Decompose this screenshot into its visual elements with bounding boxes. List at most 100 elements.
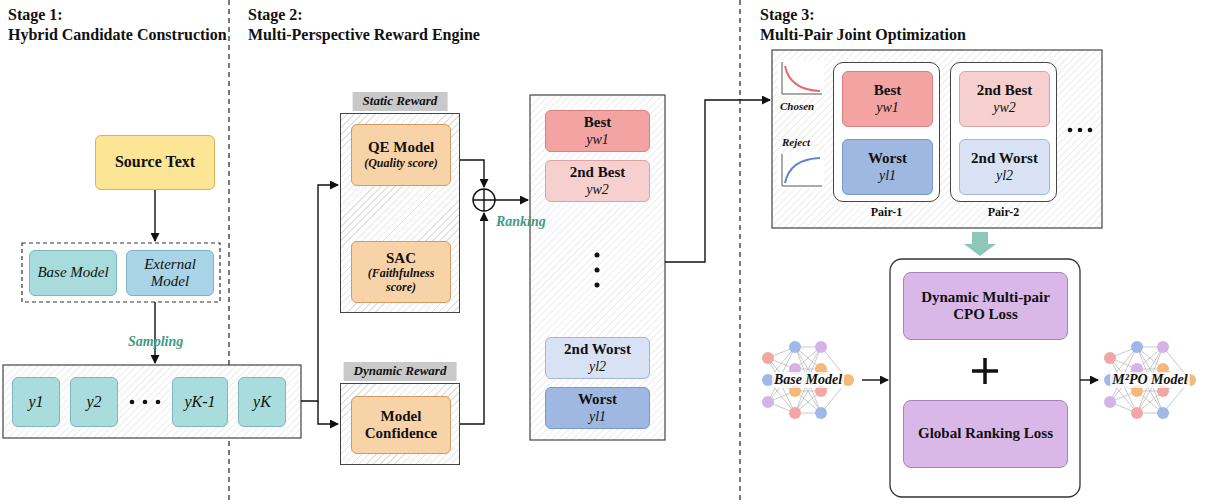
model-box: External Model [126, 250, 214, 296]
net-neuron [815, 341, 827, 353]
arrow [154, 190, 155, 241]
node-title: QE Model [368, 139, 434, 156]
reward-box: QE Model(Quality score) [351, 124, 451, 186]
reward-box: Model Confidence [351, 396, 451, 454]
net-neuron [1157, 407, 1169, 419]
node-subtitle: (Faithfulness score) [352, 267, 450, 295]
net-neuron [1104, 396, 1116, 408]
pair-group: Pair-1Bestyw1Worstyl1 [833, 62, 940, 202]
text-label: Stage 2: [248, 6, 303, 24]
node-title: Dynamic Reward [344, 362, 457, 381]
chart-icon [778, 60, 824, 96]
text-label: Stage 1: [8, 6, 63, 24]
flow-arrow [964, 232, 996, 256]
node-subtitle: yw2 [586, 182, 609, 198]
arrow [460, 213, 484, 424]
pair-group: Pair-22nd Bestyw22nd Worstyl2 [950, 62, 1057, 202]
candidate-box: y1 [12, 377, 60, 427]
net-neuron [1131, 407, 1143, 419]
node-title: 2nd Best [570, 164, 625, 181]
node-subtitle: yl2 [996, 168, 1013, 184]
text-label: Multi-Pair Joint Optimization [760, 26, 966, 44]
node-title: Source Text [115, 153, 195, 171]
net-neuron [762, 352, 774, 364]
candidate-band [3, 365, 301, 438]
arrow [154, 302, 155, 363]
ellipsis-dot [1078, 128, 1083, 133]
ellipsis-dot [143, 400, 148, 405]
net-neuron [1104, 352, 1116, 364]
model-icon: Base Model [758, 365, 858, 395]
node-subtitle: yl1 [589, 409, 606, 425]
node-title: 2nd Worst [564, 341, 631, 358]
source-box: Source Text [95, 135, 215, 190]
node-title: Pair-2 [988, 206, 1020, 220]
rank-box: Worstyl1 [545, 387, 650, 429]
reward-box: SAC(Faithfulness score) [351, 241, 451, 303]
arrow [665, 100, 770, 262]
model-box: Base Model [29, 250, 117, 296]
arrow [301, 185, 338, 401]
plus-sign [972, 358, 998, 384]
text-label: Hybrid Candidate Construction [8, 26, 227, 44]
reward-group: Static RewardQE Model(Quality score)SAC(… [340, 113, 460, 313]
node-title: Base Model [772, 372, 844, 388]
node-subtitle: yw2 [993, 100, 1016, 116]
text-label: Multi-Perspective Reward Engine [248, 26, 480, 44]
node-title: yK [253, 393, 271, 411]
model-group [22, 243, 220, 302]
node-title: y2 [86, 393, 101, 411]
node-title: Pair-1 [871, 206, 903, 220]
loss-box: Global Ranking Loss [903, 400, 1068, 468]
arrow [318, 401, 338, 424]
arrow [495, 199, 528, 200]
candidate-box: yK [238, 377, 286, 427]
rank-box: Worstyl1 [842, 139, 933, 195]
node-title: Model Confidence [352, 408, 450, 443]
node-subtitle: (Quality score) [364, 157, 438, 171]
node-title: Static Reward [353, 92, 448, 111]
chart-icon [778, 152, 824, 188]
node-title: Worst [578, 391, 617, 408]
loss-container [890, 259, 1080, 497]
node-title: Base Model [37, 264, 108, 281]
text-label: Ranking [496, 214, 546, 230]
rank-box: 2nd Worstyl2 [959, 139, 1050, 195]
text-label: Stage 3: [760, 6, 815, 24]
model-icon: M²PO Model [1100, 365, 1200, 395]
node-title: 2nd Best [977, 82, 1032, 99]
net-neuron [762, 396, 774, 408]
node-title: SAC [386, 250, 416, 267]
arrow [460, 160, 484, 187]
ellipsis-dot [1088, 128, 1093, 133]
node-title: Best [584, 114, 612, 131]
arrow [1080, 379, 1098, 380]
node-title: Dynamic Multi-pair CPO Loss [908, 289, 1063, 324]
chart-axis [782, 154, 822, 186]
node-subtitle: yw1 [876, 100, 899, 116]
node-subtitle: yl2 [589, 359, 606, 375]
text-label: Reject [782, 136, 810, 148]
candidate-box: yK-1 [172, 377, 228, 427]
node-title: 2nd Worst [971, 150, 1038, 167]
ellipsis-dot [595, 268, 600, 273]
node-title: Global Ranking Loss [918, 425, 1053, 442]
node-title: yK-1 [184, 393, 215, 411]
ellipsis-dot [156, 400, 161, 405]
net-neuron [789, 341, 801, 353]
node-title: y1 [28, 393, 43, 411]
loss-box: Dynamic Multi-pair CPO Loss [903, 272, 1068, 340]
text-label: Sampling [128, 334, 183, 350]
node-subtitle: yl1 [879, 168, 896, 184]
reward-group: Dynamic RewardModel Confidence [340, 383, 460, 465]
candidate-box: y2 [70, 377, 118, 427]
rank-box: 2nd Bestyw2 [545, 160, 650, 202]
rank-box: Bestyw1 [545, 110, 650, 152]
node-subtitle: yw1 [586, 132, 609, 148]
arrow [862, 379, 888, 380]
node-title: M²PO Model [1110, 372, 1189, 388]
net-neuron [815, 407, 827, 419]
text-label: Chosen [780, 100, 814, 112]
pairs-frame [772, 50, 1102, 228]
rank-box: 2nd Worstyl2 [545, 337, 650, 379]
